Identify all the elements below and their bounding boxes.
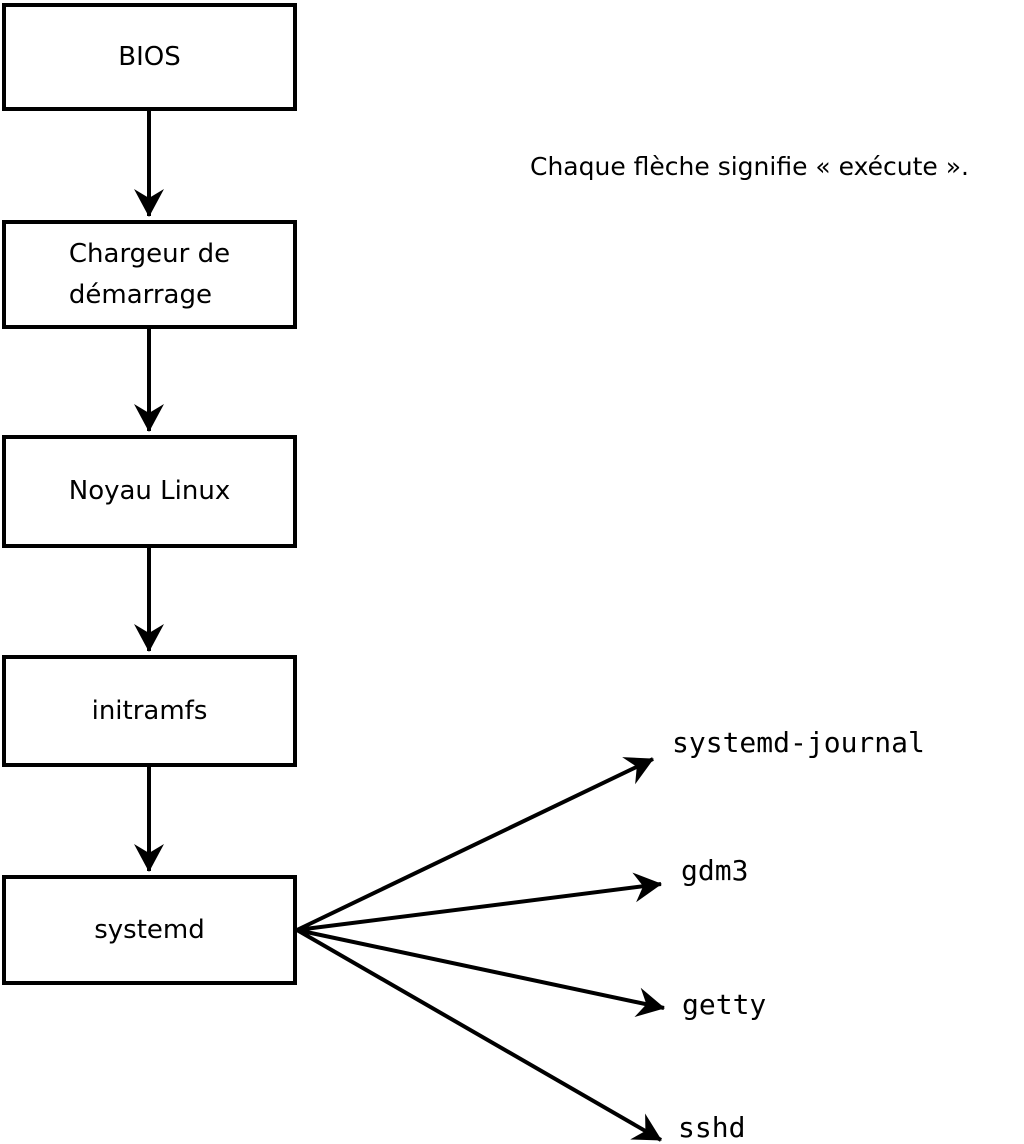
- edge-systemd-gdm3: [296, 872, 662, 932]
- node-systemd: systemd: [2, 875, 297, 985]
- node-bios: BIOS: [2, 3, 297, 111]
- node-bios-label: BIOS: [118, 41, 181, 72]
- edge-systemd-journal: [296, 757, 654, 932]
- arrow-meaning-note: Chaque flèche signifie « exécute ».: [530, 152, 969, 181]
- process-label-systemd-journal: systemd-journal: [672, 726, 925, 759]
- node-kernel: Noyau Linux: [2, 435, 297, 548]
- node-bootloader: Chargeur de démarrage: [2, 220, 297, 329]
- node-kernel-label: Noyau Linux: [68, 476, 231, 507]
- process-label-gdm3: gdm3: [681, 854, 749, 887]
- process-label-sshd: sshd: [678, 1111, 746, 1144]
- edge-systemd-sshd: [296, 928, 662, 1142]
- node-systemd-label: systemd: [94, 914, 205, 945]
- edge-systemd-getty: [296, 928, 665, 1018]
- node-initramfs: initramfs: [2, 655, 297, 767]
- node-bootloader-label: Chargeur de démarrage: [68, 239, 231, 310]
- process-label-getty: getty: [682, 988, 767, 1021]
- node-initramfs-label: initramfs: [91, 695, 208, 726]
